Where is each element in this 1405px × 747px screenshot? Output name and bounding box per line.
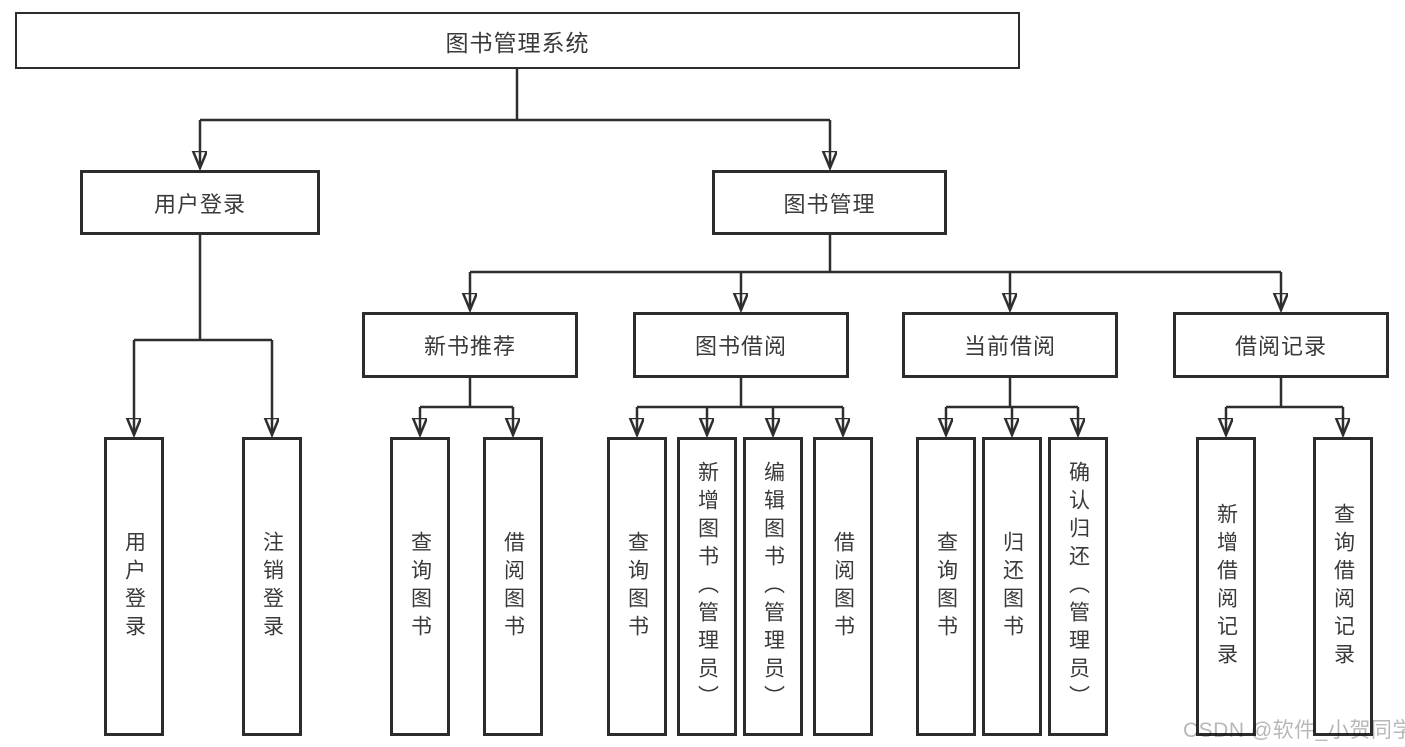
leaf-add-books-admin-label: 新增图书（管理员）: [695, 460, 719, 713]
leaf-edit-books-admin: 编辑图书（管理员）: [743, 437, 803, 736]
node-new-book-recommend: 新书推荐: [362, 312, 578, 378]
node-book-management-label: 图书管理: [783, 191, 876, 217]
leaf-add-borrow-record: 新增借阅记录: [1196, 437, 1256, 736]
leaf-query-books-current-label: 查询图书: [934, 530, 958, 643]
leaf-user-login: 用户登录: [104, 437, 164, 736]
csdn-watermark: CSDN @软件_小贺同学: [1183, 719, 1405, 742]
leaf-return-books-label: 归还图书: [1000, 530, 1024, 643]
node-book-management: 图书管理: [712, 170, 947, 235]
node-new-book-recommend-label: 新书推荐: [423, 334, 516, 359]
leaf-confirm-return-admin-label: 确认归还（管理员）: [1066, 460, 1090, 713]
node-book-borrow: 图书借阅: [633, 312, 849, 378]
node-book-borrow-label: 图书借阅: [694, 334, 787, 359]
node-borrow-record: 借阅记录: [1173, 312, 1389, 378]
node-current-borrow-label: 当前借阅: [963, 334, 1056, 359]
leaf-query-borrow-record-label: 查询借阅记录: [1331, 502, 1355, 671]
node-user-login: 用户登录: [80, 170, 320, 235]
leaf-confirm-return-admin: 确认归还（管理员）: [1048, 437, 1108, 736]
leaf-query-books-borrow: 查询图书: [607, 437, 667, 736]
leaf-query-books-current: 查询图书: [916, 437, 976, 736]
connector-skeleton: [134, 68, 1343, 409]
node-current-borrow: 当前借阅: [902, 312, 1118, 378]
leaf-add-borrow-record-label: 新增借阅记录: [1214, 502, 1238, 671]
leaf-borrow-books-recommend-label: 借阅图书: [501, 530, 525, 643]
leaf-return-books: 归还图书: [982, 437, 1042, 736]
leaf-logout-label: 注销登录: [260, 530, 284, 643]
leaf-add-books-admin: 新增图书（管理员）: [677, 437, 737, 736]
leaf-query-books-recommend-label: 查询图书: [408, 530, 432, 643]
leaf-query-books-borrow-label: 查询图书: [625, 530, 649, 643]
node-root-label: 图书管理系统: [445, 29, 590, 56]
leaf-edit-books-admin-label: 编辑图书（管理员）: [761, 460, 785, 713]
node-user-login-label: 用户登录: [153, 191, 246, 217]
leaf-logout: 注销登录: [242, 437, 302, 736]
leaf-query-books-recommend: 查询图书: [390, 437, 450, 736]
node-root-system: 图书管理系统: [15, 12, 1020, 69]
leaf-user-login-label: 用户登录: [122, 530, 146, 643]
leaf-borrow-books-recommend: 借阅图书: [483, 437, 543, 736]
node-borrow-record-label: 借阅记录: [1234, 334, 1327, 359]
leaf-borrow-books-label: 借阅图书: [831, 530, 855, 643]
leaf-borrow-books: 借阅图书: [813, 437, 873, 736]
leaf-query-borrow-record: 查询借阅记录: [1313, 437, 1373, 736]
